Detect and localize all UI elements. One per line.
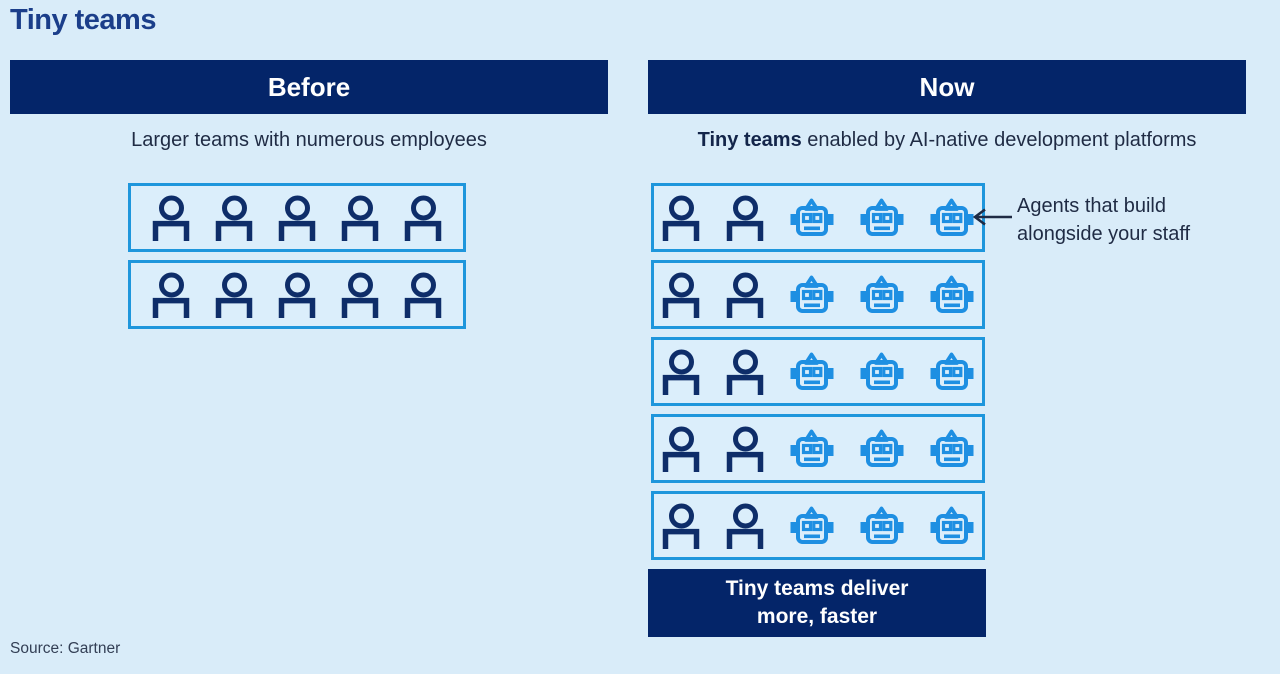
source-credit: Source: Gartner <box>10 640 121 657</box>
person-icon <box>662 195 700 241</box>
before-header-bar: Before <box>10 60 608 114</box>
now-header-bar: Now <box>648 60 1246 114</box>
before-subtitle: Larger teams with numerous employees <box>131 129 487 151</box>
robot-icon <box>930 429 974 467</box>
annotation-line2: alongside your staff <box>1017 223 1191 245</box>
person-icon <box>404 195 442 241</box>
annotation-arrow-icon <box>972 208 1012 226</box>
now-subtitle-rest: enabled by AI-native development platfor… <box>801 129 1197 151</box>
person-icon <box>152 272 190 318</box>
robot-icon <box>860 429 904 467</box>
robot-icon <box>860 198 904 236</box>
now-footer-line1: Tiny teams deliver <box>725 577 909 600</box>
person-icon <box>726 426 764 472</box>
person-icon <box>662 272 700 318</box>
robot-icon <box>790 198 834 236</box>
person-icon <box>215 272 253 318</box>
robot-icon <box>930 275 974 313</box>
robot-icon <box>860 352 904 390</box>
team-row <box>128 260 466 329</box>
person-icon <box>404 272 442 318</box>
team-row <box>128 183 466 252</box>
robot-icon <box>790 352 834 390</box>
person-icon <box>152 195 190 241</box>
robot-icon <box>930 506 974 544</box>
person-icon <box>726 503 764 549</box>
team-row <box>651 260 985 329</box>
before-teams <box>128 183 466 337</box>
robot-icon <box>930 198 974 236</box>
annotation-text: Agents that build alongside your staff <box>1017 192 1245 248</box>
person-icon <box>278 195 316 241</box>
person-icon <box>662 503 700 549</box>
team-row <box>651 414 985 483</box>
person-icon <box>662 349 700 395</box>
person-icon <box>726 272 764 318</box>
now-subtitle: Tiny teams enabled by AI-native developm… <box>648 129 1246 152</box>
now-column: Now Tiny teams enabled by AI-native deve… <box>648 60 1246 637</box>
robot-icon <box>790 506 834 544</box>
person-icon <box>726 195 764 241</box>
robot-icon <box>930 352 974 390</box>
robot-icon <box>790 275 834 313</box>
now-footer-line2: more, faster <box>756 605 878 628</box>
now-subtitle-bold: Tiny teams <box>697 129 802 151</box>
team-row <box>651 491 985 560</box>
person-icon <box>215 195 253 241</box>
robot-icon <box>790 429 834 467</box>
robot-icon <box>860 275 904 313</box>
team-row <box>651 183 985 252</box>
person-icon <box>341 272 379 318</box>
now-teams <box>651 183 985 568</box>
now-header-label: Now <box>919 71 975 102</box>
person-icon <box>662 426 700 472</box>
team-row <box>651 337 985 406</box>
person-icon <box>341 195 379 241</box>
before-header-label: Before <box>267 71 351 102</box>
annotation-line1: Agents that build <box>1017 195 1166 217</box>
robot-icon <box>860 506 904 544</box>
now-footer-box: Tiny teams deliver more, faster <box>648 569 986 637</box>
page-title: Tiny teams <box>10 4 156 36</box>
before-column: Before Larger teams with numerous employ… <box>10 60 608 329</box>
person-icon <box>726 349 764 395</box>
person-icon <box>278 272 316 318</box>
